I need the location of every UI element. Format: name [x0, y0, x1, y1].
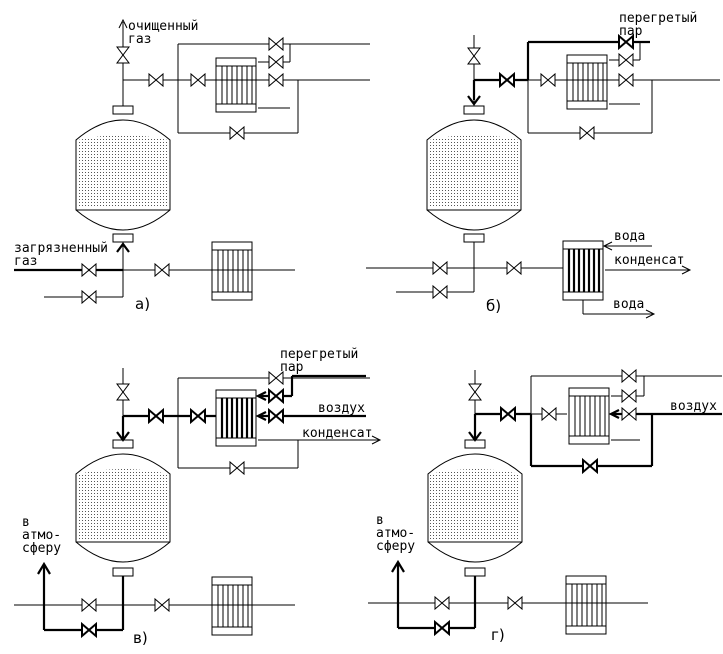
- adsorber-vessel: [75, 439, 171, 577]
- air-label: воздух: [670, 399, 717, 414]
- adsorber-vessel: [426, 105, 522, 243]
- panel-caption: б): [486, 297, 501, 315]
- heat-exchanger: [566, 54, 608, 110]
- heat-exchanger: [562, 240, 604, 301]
- air-label: воздух: [318, 401, 365, 416]
- heat-exchanger: [215, 57, 257, 113]
- heat-exchanger: [215, 389, 257, 447]
- heat-exchanger: [565, 575, 607, 635]
- panel-caption: в): [133, 629, 148, 647]
- condensate-label: конденсат: [614, 253, 684, 268]
- condensate-label: конденсат: [302, 426, 372, 441]
- panel-caption: а): [135, 295, 150, 313]
- heat-exchanger: [568, 387, 610, 445]
- heat-exchanger: [211, 576, 253, 636]
- heat-exchanger: [211, 241, 253, 301]
- adsorber-vessel: [75, 105, 171, 243]
- water-in-label: вода: [614, 229, 645, 244]
- panel-caption: г): [491, 626, 505, 644]
- adsorber-vessel: [427, 439, 523, 577]
- water-out-label: вода: [613, 297, 644, 312]
